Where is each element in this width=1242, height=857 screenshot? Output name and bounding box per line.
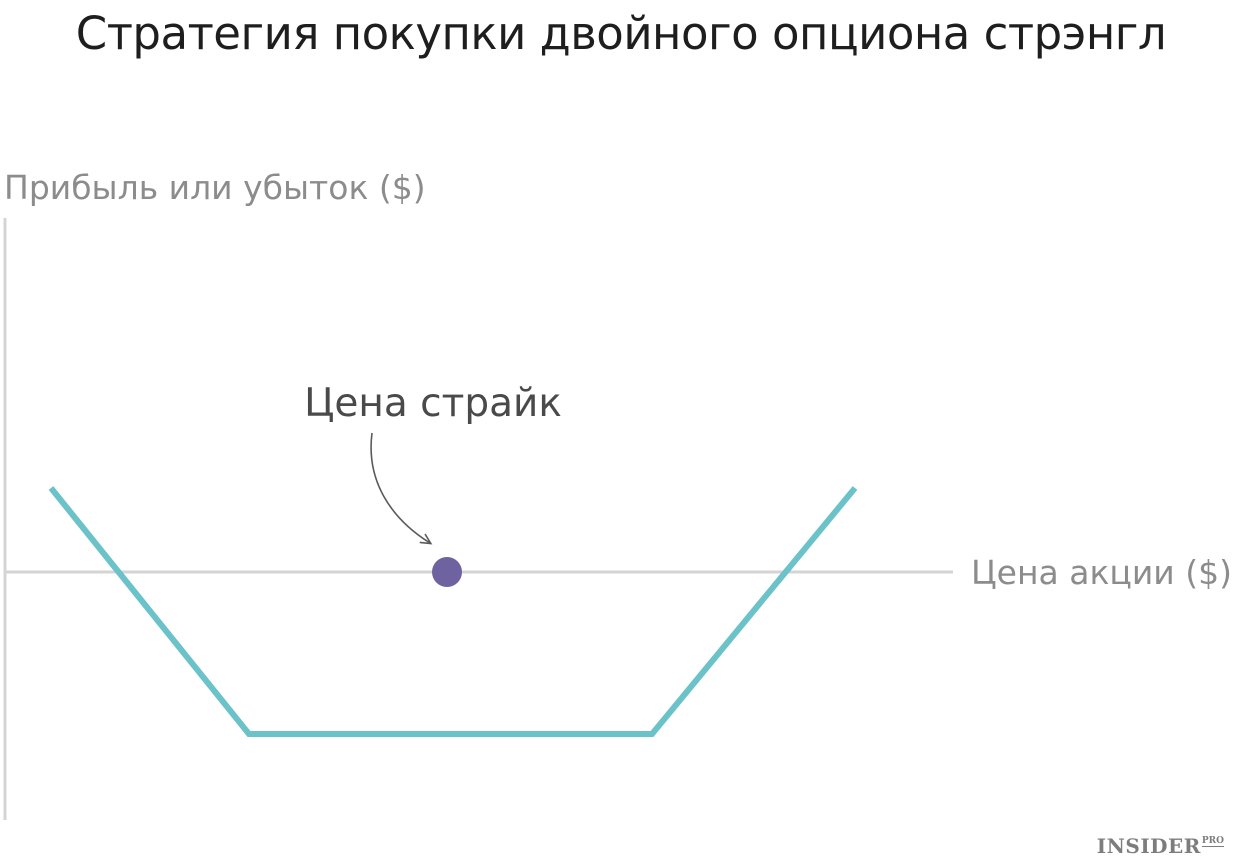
- strike-price-label: Цена страйк: [304, 381, 562, 426]
- chart-title: Стратегия покупки двойного опциона стрэн…: [75, 7, 1167, 60]
- logo-sub-text: PRO: [1201, 836, 1224, 847]
- strike-point: [432, 557, 462, 587]
- logo-main-text: INSIDER: [1096, 834, 1201, 857]
- x-axis-label: Цена акции ($): [971, 553, 1232, 592]
- y-axis-label: Прибыль или убыток ($): [4, 168, 426, 207]
- payoff-line: [48, 486, 858, 737]
- strike-arrow: [370, 432, 433, 545]
- insider-pro-logo: INSIDER PRO: [1097, 833, 1224, 857]
